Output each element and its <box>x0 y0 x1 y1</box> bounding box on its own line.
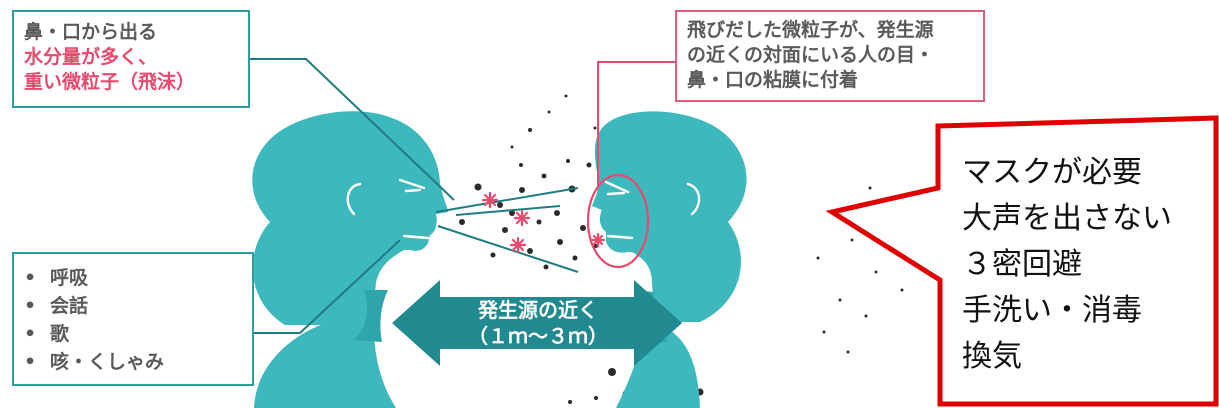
activities-list-box: •呼吸 •会話 •歌 •咳・くしゃみ <box>12 252 254 386</box>
source-label-line-3: 重い微粒子（飛沫） <box>24 71 196 93</box>
list-item: •会話 <box>24 295 89 317</box>
measure-item: 大声を出さない <box>962 201 1172 236</box>
right-head-figure <box>592 111 747 408</box>
source-label-line-2: 水分量が多く、 <box>24 46 158 68</box>
right-head-details <box>604 180 701 240</box>
distance-label-line-2: （１ｍ〜３ｍ） <box>468 324 608 348</box>
left-head-figure <box>252 111 448 408</box>
deposition-label-line-3: 鼻・口の粘膜に付着 <box>687 69 859 91</box>
distance-arrow <box>392 280 682 366</box>
measure-item: 換気 <box>962 339 1022 374</box>
leader-lines <box>250 58 675 334</box>
splash-marks <box>481 191 606 254</box>
list-item: •咳・くしゃみ <box>24 351 165 373</box>
callout-bubble <box>825 115 1219 407</box>
distance-label-line-1: 発生源の近く <box>478 298 598 322</box>
deposition-label-box: 飛びだした微粒子が、発生源 の近くの対面にいる人の目・ 鼻・口の粘膜に付着 <box>675 10 985 102</box>
list-item: •呼吸 <box>24 267 89 289</box>
prevention-measures-list: マスクが必要 大声を出さない ３密回避 手洗い・消毒 換気 <box>962 150 1212 380</box>
source-droplets-label-box: 鼻・口から出る 水分量が多く、 重い微粒子（飛沫） <box>12 10 250 108</box>
left-head-details <box>346 178 430 240</box>
deposition-label-line-1: 飛びだした微粒子が、発生源 <box>687 19 934 41</box>
list-item: •歌 <box>24 323 70 345</box>
activities-list: •呼吸 •会話 •歌 •咳・くしゃみ <box>24 264 242 376</box>
measure-item: マスクが必要 <box>962 155 1142 190</box>
spray-lines <box>435 187 579 273</box>
measure-item: ３密回避 <box>962 247 1082 282</box>
deposition-label-line-2: の近くの対面にいる人の目・ <box>687 44 935 66</box>
target-face-ellipse <box>586 173 650 269</box>
measure-item: 手洗い・消毒 <box>962 293 1142 328</box>
source-label-line-1: 鼻・口から出る <box>24 21 158 43</box>
